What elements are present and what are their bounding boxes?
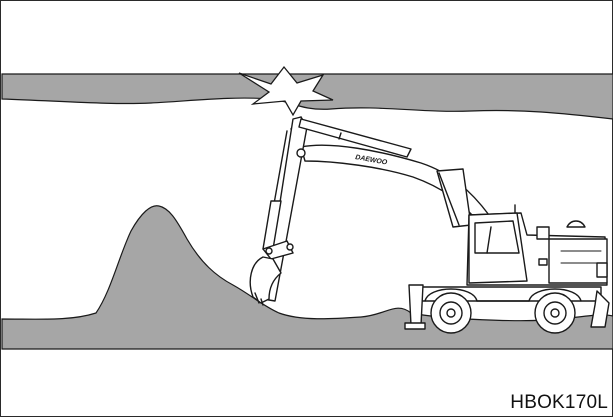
front-outrigger: [409, 285, 423, 325]
boom-cylinder: [437, 169, 471, 227]
figure-code: HBOK170L: [510, 392, 608, 414]
wheeled-excavator: [250, 117, 609, 333]
